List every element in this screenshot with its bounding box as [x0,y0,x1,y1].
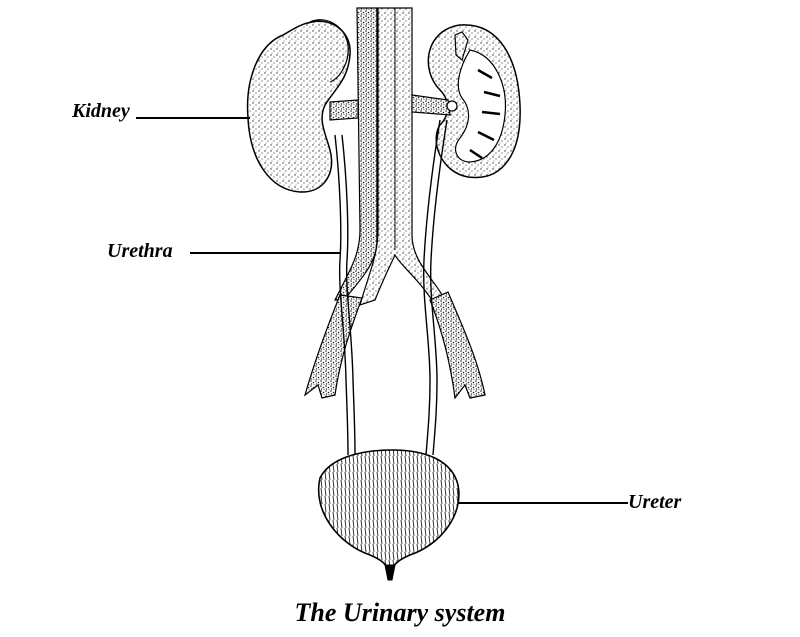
right-kidney-section [427,24,521,179]
iliac-vessels [303,291,486,400]
diagram-caption: The Urinary system [294,598,506,627]
renal-vessels [329,94,458,121]
bladder [317,449,460,581]
kidney-label: Kidney [72,100,130,122]
urethra-label: Urethra [107,240,173,262]
ureter-label: Ureter [628,491,682,513]
ureters [334,119,448,456]
